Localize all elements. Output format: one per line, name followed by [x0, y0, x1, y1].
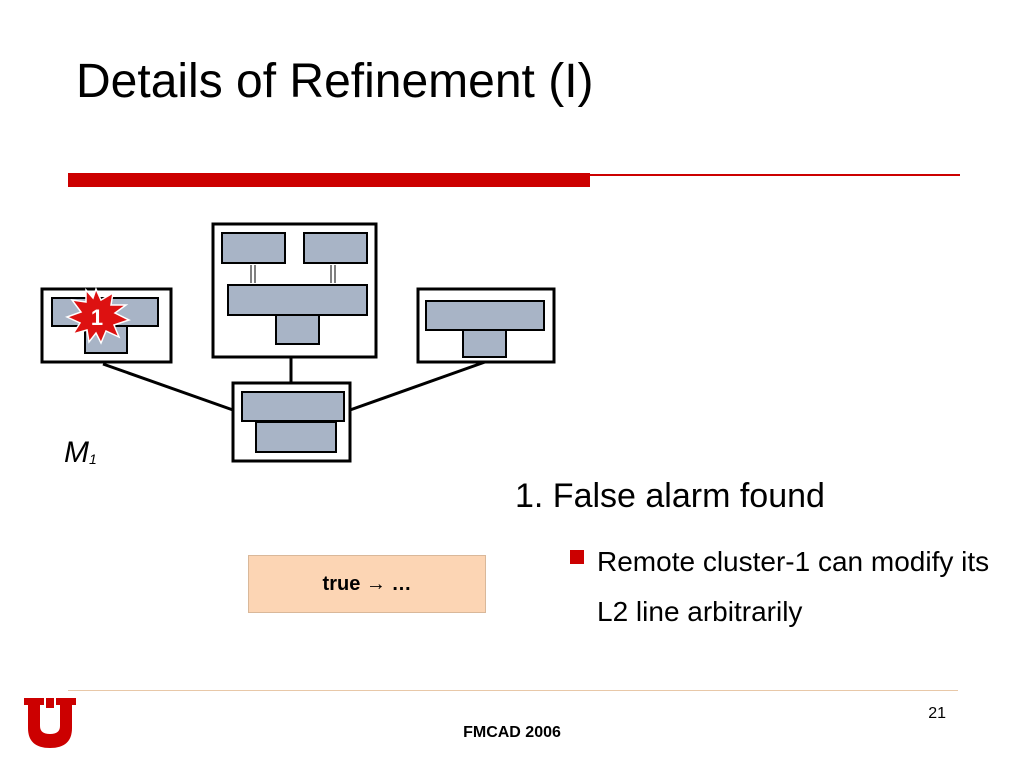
l2-block-home — [275, 314, 320, 345]
remote-cluster-2 — [416, 287, 556, 364]
main-point: 1. False alarm found — [515, 477, 825, 515]
university-logo — [24, 698, 76, 748]
formula-text: true → … — [322, 572, 412, 595]
directory-block-bottom — [255, 421, 337, 453]
formula-box: true → … — [248, 555, 486, 613]
directory-cluster — [231, 381, 352, 463]
directory-block-top — [241, 391, 345, 422]
slide-title: Details of Refinement (I) — [76, 55, 594, 108]
cache-block-b — [303, 232, 368, 264]
footer-divider — [68, 690, 958, 691]
connector-left — [102, 362, 234, 412]
cache-block-right — [425, 300, 545, 331]
bullet-square-icon — [570, 550, 584, 564]
connector-right — [349, 360, 486, 412]
cache-block-a — [221, 232, 286, 264]
alarm-badge-number: 1 — [91, 305, 103, 330]
title-underline-thin — [590, 174, 960, 176]
page-number: 21 — [928, 705, 946, 722]
shared-block — [227, 284, 368, 316]
cluster-label-sub: 1 — [89, 451, 97, 467]
alarm-starburst-icon: 1 — [65, 286, 131, 345]
footer-text: FMCAD 2006 — [463, 724, 561, 741]
cluster-label-main: M — [64, 436, 89, 469]
sub-point: Remote cluster-1 can modify its L2 line … — [597, 546, 990, 627]
title-underline-thick — [68, 173, 590, 187]
remote-cluster-1 — [40, 287, 173, 364]
l2-block-right — [462, 329, 507, 358]
cluster-label: M1 — [64, 436, 97, 470]
home-cluster — [211, 222, 378, 359]
